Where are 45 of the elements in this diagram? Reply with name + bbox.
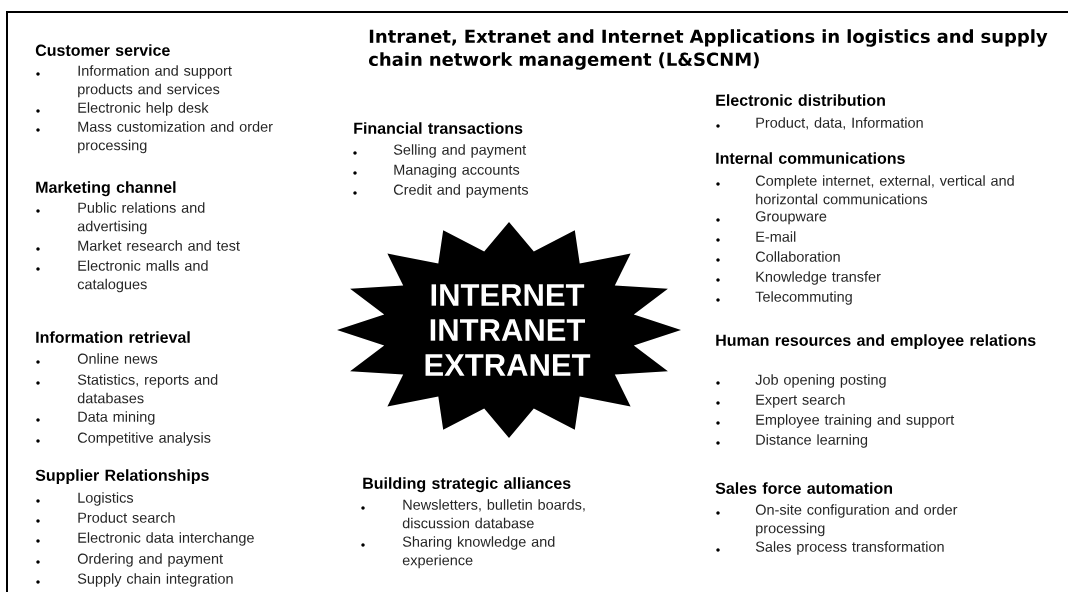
list-item: Electronic malls and catalogues [77, 260, 208, 293]
list-item: Online news [77, 353, 158, 364]
list-item: On-site configuration and order processing [755, 504, 958, 537]
section-heading: Electronic distribution [716, 94, 885, 106]
list-item: Job opening posting [755, 374, 886, 388]
list-item: Product search [78, 512, 175, 523]
list-item: Knowledge transfer [756, 271, 881, 285]
list-item: Competitive analysis [77, 432, 211, 446]
section-heading: Financial transactions [354, 122, 523, 134]
list-item: Information and support products and services [78, 65, 232, 98]
list-item: Ordering and payment [77, 553, 223, 567]
list-item: Sharing knowledge and experience [402, 536, 555, 569]
list-item: Collaboration [755, 251, 840, 262]
section-heading: Information retrieval [36, 331, 190, 343]
list-item: Supply chain integration [77, 573, 233, 587]
list-item: Statistics, reports and databases [77, 374, 218, 404]
list-item: Public relations and advertising [77, 202, 205, 235]
list-item: E-mail [756, 231, 796, 242]
list-item: Credit and payments [393, 184, 529, 198]
section-heading: Customer service [35, 44, 170, 56]
starburst: INTERNET INTRANET EXTRANET [337, 222, 681, 438]
section-heading: Human resources and employee relations [716, 334, 1036, 350]
list-item: Electronic help desk [78, 102, 209, 116]
list-item: Expert search [756, 394, 845, 408]
list-item: Sales process transformation [755, 541, 944, 555]
section-heading: Building strategic alliances [363, 477, 571, 493]
list-item: Distance learning [756, 434, 868, 448]
title: Intranet, Extranet and Internet Applications in logistics and supply chain network management (L&SCNM) [368, 29, 1048, 70]
list-item: Market research and test [78, 240, 240, 251]
list-item: Mass customization and order processing [78, 121, 273, 154]
list-item: Complete internet, external, vertical and horizontal communications [755, 175, 1014, 205]
section-heading: Supplier Relationships [35, 469, 209, 485]
list-item: Employee training and support [756, 414, 955, 428]
section-heading: Internal communications [716, 152, 905, 164]
section-heading: Sales force automation [715, 482, 892, 494]
list-item: Product, data, Information [756, 117, 923, 130]
list-item: Data mining [78, 411, 155, 425]
list-item: Telecommuting [755, 291, 852, 305]
list-item: Electronic data interchange [78, 532, 254, 546]
list-item: Managing accounts [394, 164, 520, 178]
list-item: Newsletters, bulletin boards, discussion database [402, 499, 585, 529]
list-item: Groupware [755, 211, 827, 225]
list-item: Logistics [78, 492, 134, 506]
list-item: Selling and payment [393, 144, 527, 158]
section-heading: Marketing channel [36, 181, 176, 197]
